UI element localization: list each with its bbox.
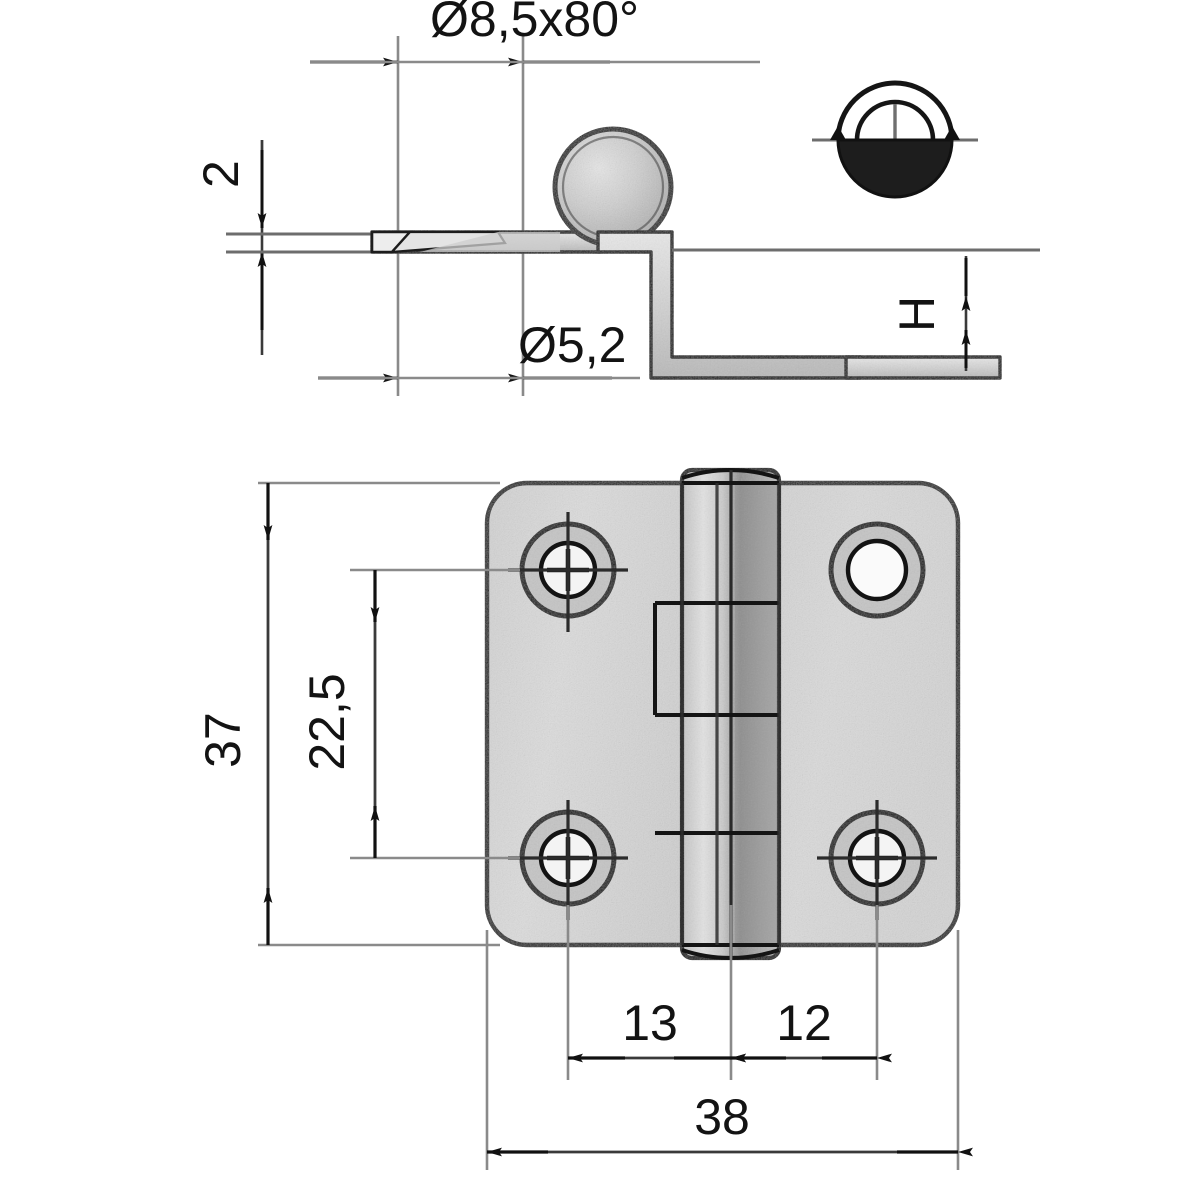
dim-label-pin-diameter: Ø5,2	[518, 317, 626, 373]
countersink-outer-arc	[835, 80, 955, 141]
countersink-section-fill	[836, 138, 954, 199]
dim-label-offset-height: H	[889, 296, 945, 332]
dim-hole-spec: Ø8,5x80°	[310, 0, 760, 67]
dim-label-12: 12	[776, 995, 832, 1051]
plan-hole-top-left	[508, 512, 628, 632]
dim-left-to-center: 13	[568, 995, 746, 1063]
countersink-tick-right	[944, 126, 960, 140]
plan-hole-top-right	[828, 521, 926, 619]
dim-label-38: 38	[694, 1089, 750, 1145]
side-view-knuckle-circle	[552, 126, 674, 248]
dim-label-plate-height: 37	[195, 712, 251, 768]
dim-label-hole-spacing: 22,5	[299, 673, 355, 770]
dim-label-13: 13	[622, 995, 678, 1051]
dim-label-plate-thickness: 2	[193, 160, 249, 188]
dim-pin-diameter: Ø5,2	[318, 317, 640, 383]
countersink-tick-left	[830, 126, 846, 140]
dim-plate-width: 38	[487, 1089, 973, 1157]
dim-plate-height: 37	[195, 483, 273, 945]
plan-extension-lines	[258, 481, 960, 1170]
countersink-inner-arc	[854, 99, 936, 141]
side-elevation-view: Ø8,5x80° Ø5,2 2	[193, 0, 1040, 396]
dim-label-hole-spec: Ø8,5x80°	[430, 0, 639, 47]
countersink-detail-view	[812, 80, 978, 199]
plan-hole-bottom-right	[817, 800, 937, 920]
plan-view: 37 22,5 13 12	[195, 467, 973, 1170]
side-view-flat-leaf	[370, 230, 602, 254]
dim-offset-height: H	[889, 256, 971, 371]
plan-hole-bottom-left	[508, 800, 628, 920]
plan-leaf-seams	[680, 483, 781, 945]
dim-hole-spacing-vertical: 22,5	[299, 570, 380, 858]
dim-center-to-right: 12	[731, 995, 892, 1063]
side-view-offset-leaf	[596, 230, 1002, 380]
